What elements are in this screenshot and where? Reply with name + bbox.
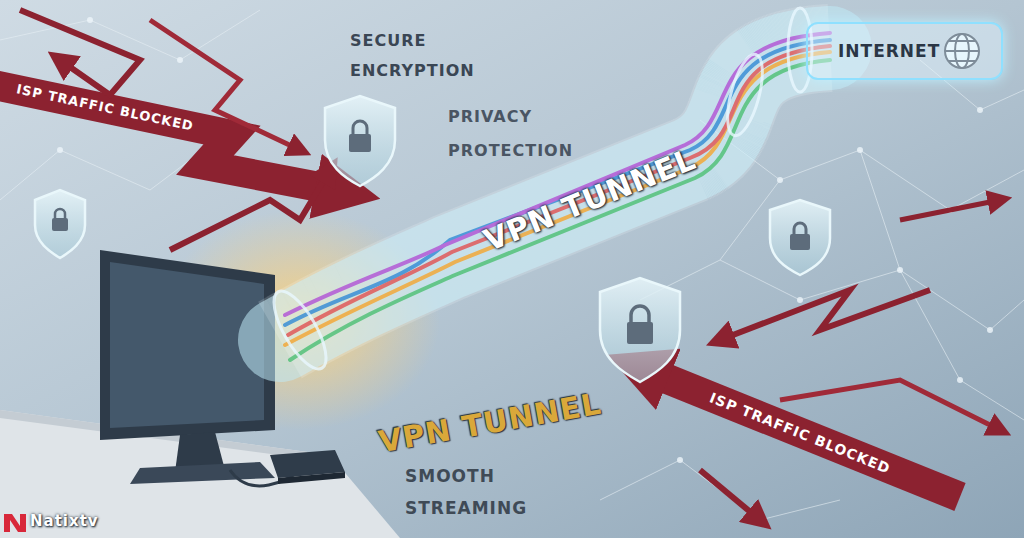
node-text: INTERNET <box>838 41 940 61</box>
internet-box: INTERNET <box>806 22 1003 80</box>
label-holder: PRIVACY PROTECTION <box>448 100 578 167</box>
label-holder: Natixtv <box>30 512 150 530</box>
watermark: Natixtv <box>30 512 150 530</box>
feature-label: SECURE ENCRYPTION <box>350 26 480 87</box>
label-holder: SECURE ENCRYPTION <box>350 26 480 87</box>
label-holder: SMOOTH STREAMING <box>405 460 535 525</box>
feature-label: SMOOTH STREAMING <box>405 460 535 525</box>
feature-label: PRIVACY PROTECTION <box>448 100 578 167</box>
